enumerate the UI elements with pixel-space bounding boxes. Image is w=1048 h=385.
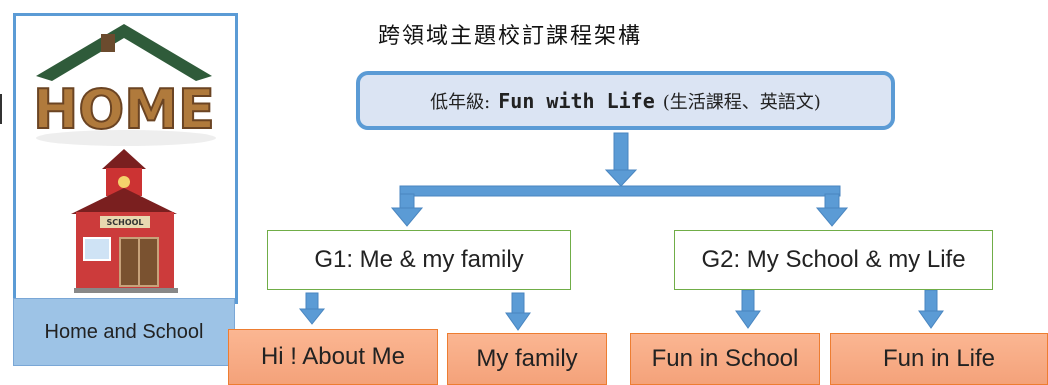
diagram-title: 跨領域主題校訂課程架構	[378, 24, 643, 49]
leaf-fun-in-school: Fun in School	[630, 333, 820, 385]
group-g1-box: G1: Me & my family	[267, 230, 571, 290]
root-level-label: 低年級:	[430, 91, 491, 113]
group-g2-box: G2: My School & my Life	[674, 230, 993, 290]
edge-line	[0, 94, 2, 124]
home-school-illustration: HOME SCHOOL	[13, 13, 238, 304]
leaf-hi-about-me: Hi ! About Me	[228, 329, 438, 385]
leaf-fun-in-life: Fun in Life	[830, 333, 1048, 385]
school-sign-text: SCHOOL	[106, 218, 143, 227]
leaf-my-family: My family	[447, 333, 607, 385]
home-school-picture: HOME SCHOOL	[32, 24, 216, 293]
home-and-school-caption: Home and School	[13, 298, 235, 366]
root-subjects: (生活課程、英語文)	[662, 91, 821, 113]
root-box: 低年級: Fun with Life (生活課程、英語文)	[356, 71, 895, 130]
root-theme: Fun with Life	[498, 88, 655, 113]
